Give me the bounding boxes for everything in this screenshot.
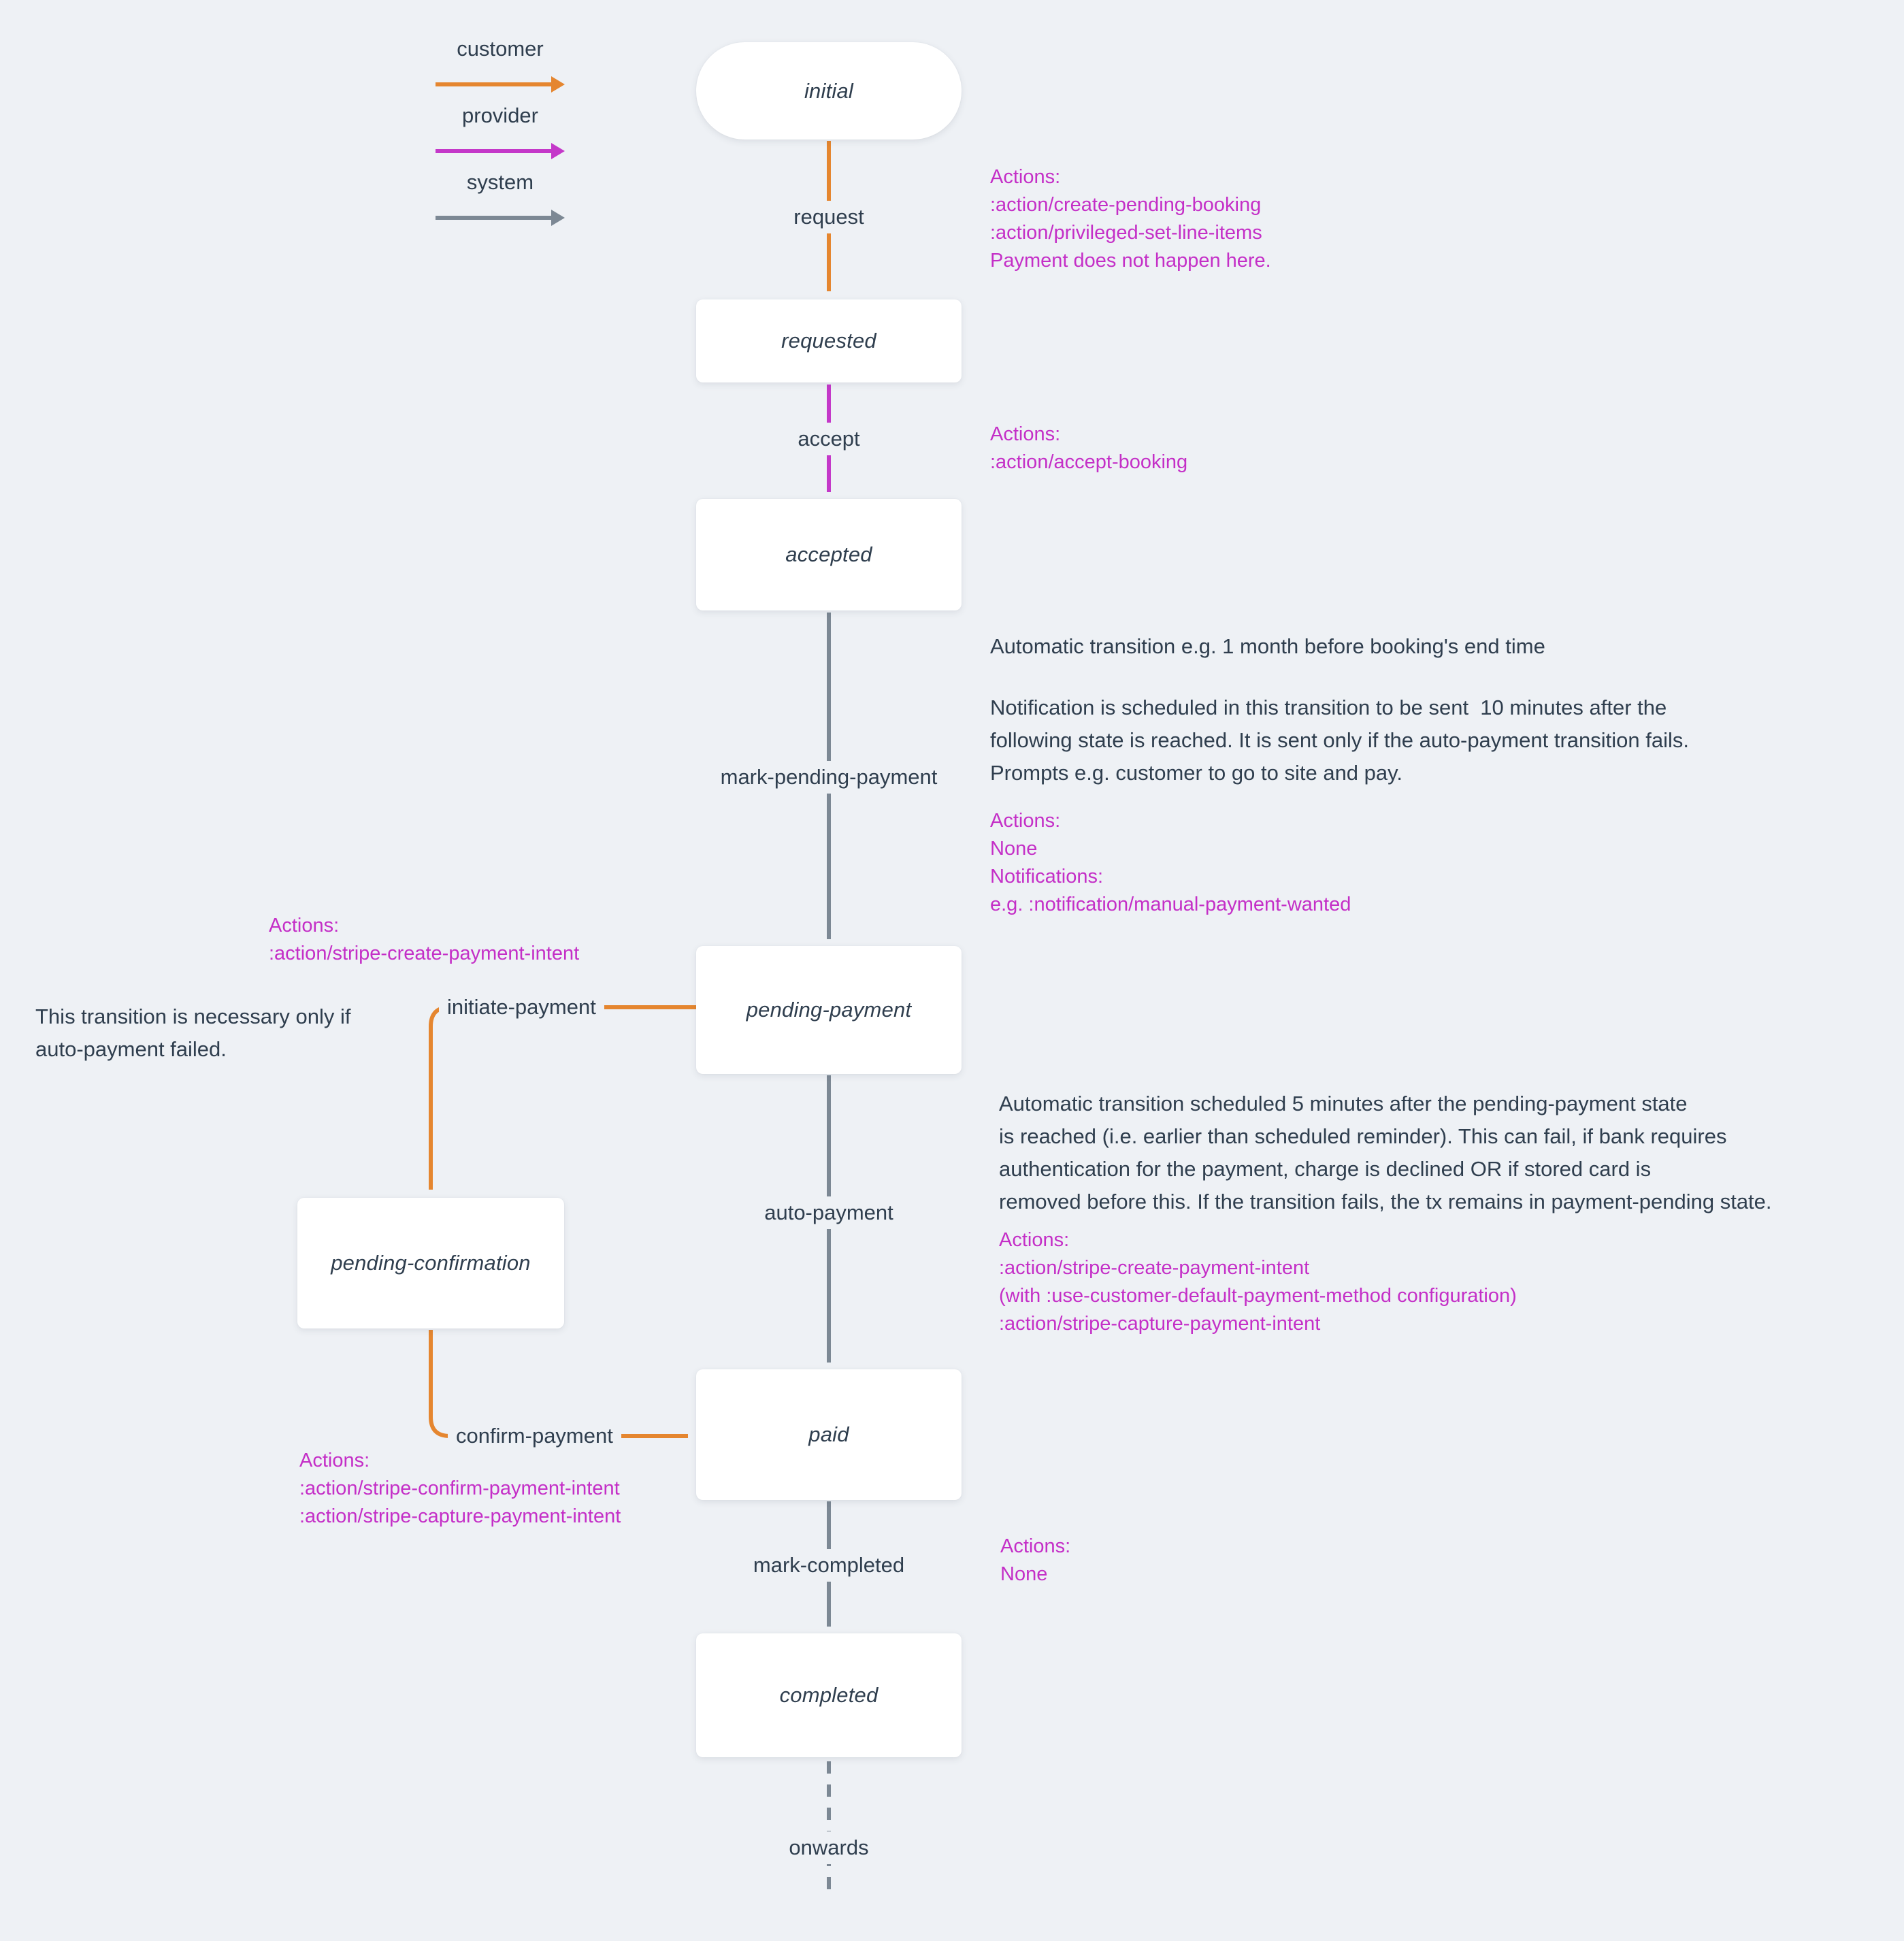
transition-label-auto-payment: auto-payment (756, 1196, 902, 1229)
legend-label-system: system (466, 170, 534, 194)
customer-arrow-shaft (436, 82, 552, 86)
provider-arrow-icon (436, 143, 565, 159)
note-auto-payment-info: Automatic transition scheduled 5 minutes… (999, 1092, 1772, 1213)
system-arrow-shaft (436, 216, 552, 220)
state-accepted-label: accepted (785, 542, 872, 566)
transition-label-mark-completed: mark-completed (744, 1549, 913, 1582)
note-mark-completed-actions: Actions: None (1000, 1535, 1071, 1585)
state-requested-label: requested (781, 329, 876, 353)
state-pending-payment-label: pending-payment (746, 998, 912, 1022)
state-initial: initial (696, 42, 962, 140)
state-paid: paid (696, 1369, 962, 1500)
state-completed: completed (696, 1633, 962, 1757)
customer-arrow-icon (436, 76, 565, 93)
customer-arrow-head (551, 76, 565, 93)
note-auto-payment-actions: Actions: :action/stripe-create-payment-i… (999, 1229, 1517, 1335)
transition-label-confirm-payment: confirm-payment (448, 1420, 621, 1452)
note-mark-pending-payment-notification-info: Notification is scheduled in this transi… (990, 696, 1689, 785)
system-arrow-head (551, 210, 565, 226)
state-initial-label: initial (804, 78, 854, 103)
note-initiate-payment-info: This transition is necessary only if aut… (35, 1005, 351, 1061)
state-completed-label: completed (779, 1683, 879, 1707)
transition-label-request: request (785, 201, 872, 233)
note-mark-pending-payment-info: Automatic transition e.g. 1 month before… (990, 634, 1545, 658)
note-mark-pending-payment-actions: Actions: None Notifications: e.g. :notif… (990, 810, 1351, 915)
transition-label-accept: accept (789, 423, 868, 455)
state-pending-confirmation-label: pending-confirmation (331, 1251, 531, 1275)
transition-label-initiate-payment: initiate-payment (439, 991, 604, 1024)
provider-arrow-head (551, 143, 565, 159)
note-confirm-payment-actions: Actions: :action/stripe-confirm-payment-… (299, 1450, 621, 1527)
state-pending-payment: pending-payment (696, 946, 962, 1074)
note-initiate-payment-actions: Actions: :action/stripe-create-payment-i… (269, 915, 580, 964)
state-pending-confirmation: pending-confirmation (297, 1198, 564, 1328)
state-requested: requested (696, 299, 962, 382)
transition-label-mark-pending-payment: mark-pending-payment (712, 761, 946, 794)
initiate-payment-arrow (429, 1005, 696, 1190)
system-arrow-icon (436, 210, 565, 226)
state-accepted: accepted (696, 499, 962, 610)
transition-label-onwards: onwards (781, 1831, 877, 1864)
note-request-actions: Actions: :action/create-pending-booking … (990, 166, 1271, 272)
provider-arrow-shaft (436, 149, 552, 153)
legend-label-customer: customer (457, 37, 544, 61)
note-accept-actions: Actions: :action/accept-booking (990, 423, 1188, 473)
legend-label-provider: provider (462, 103, 538, 127)
state-paid-label: paid (808, 1422, 849, 1446)
